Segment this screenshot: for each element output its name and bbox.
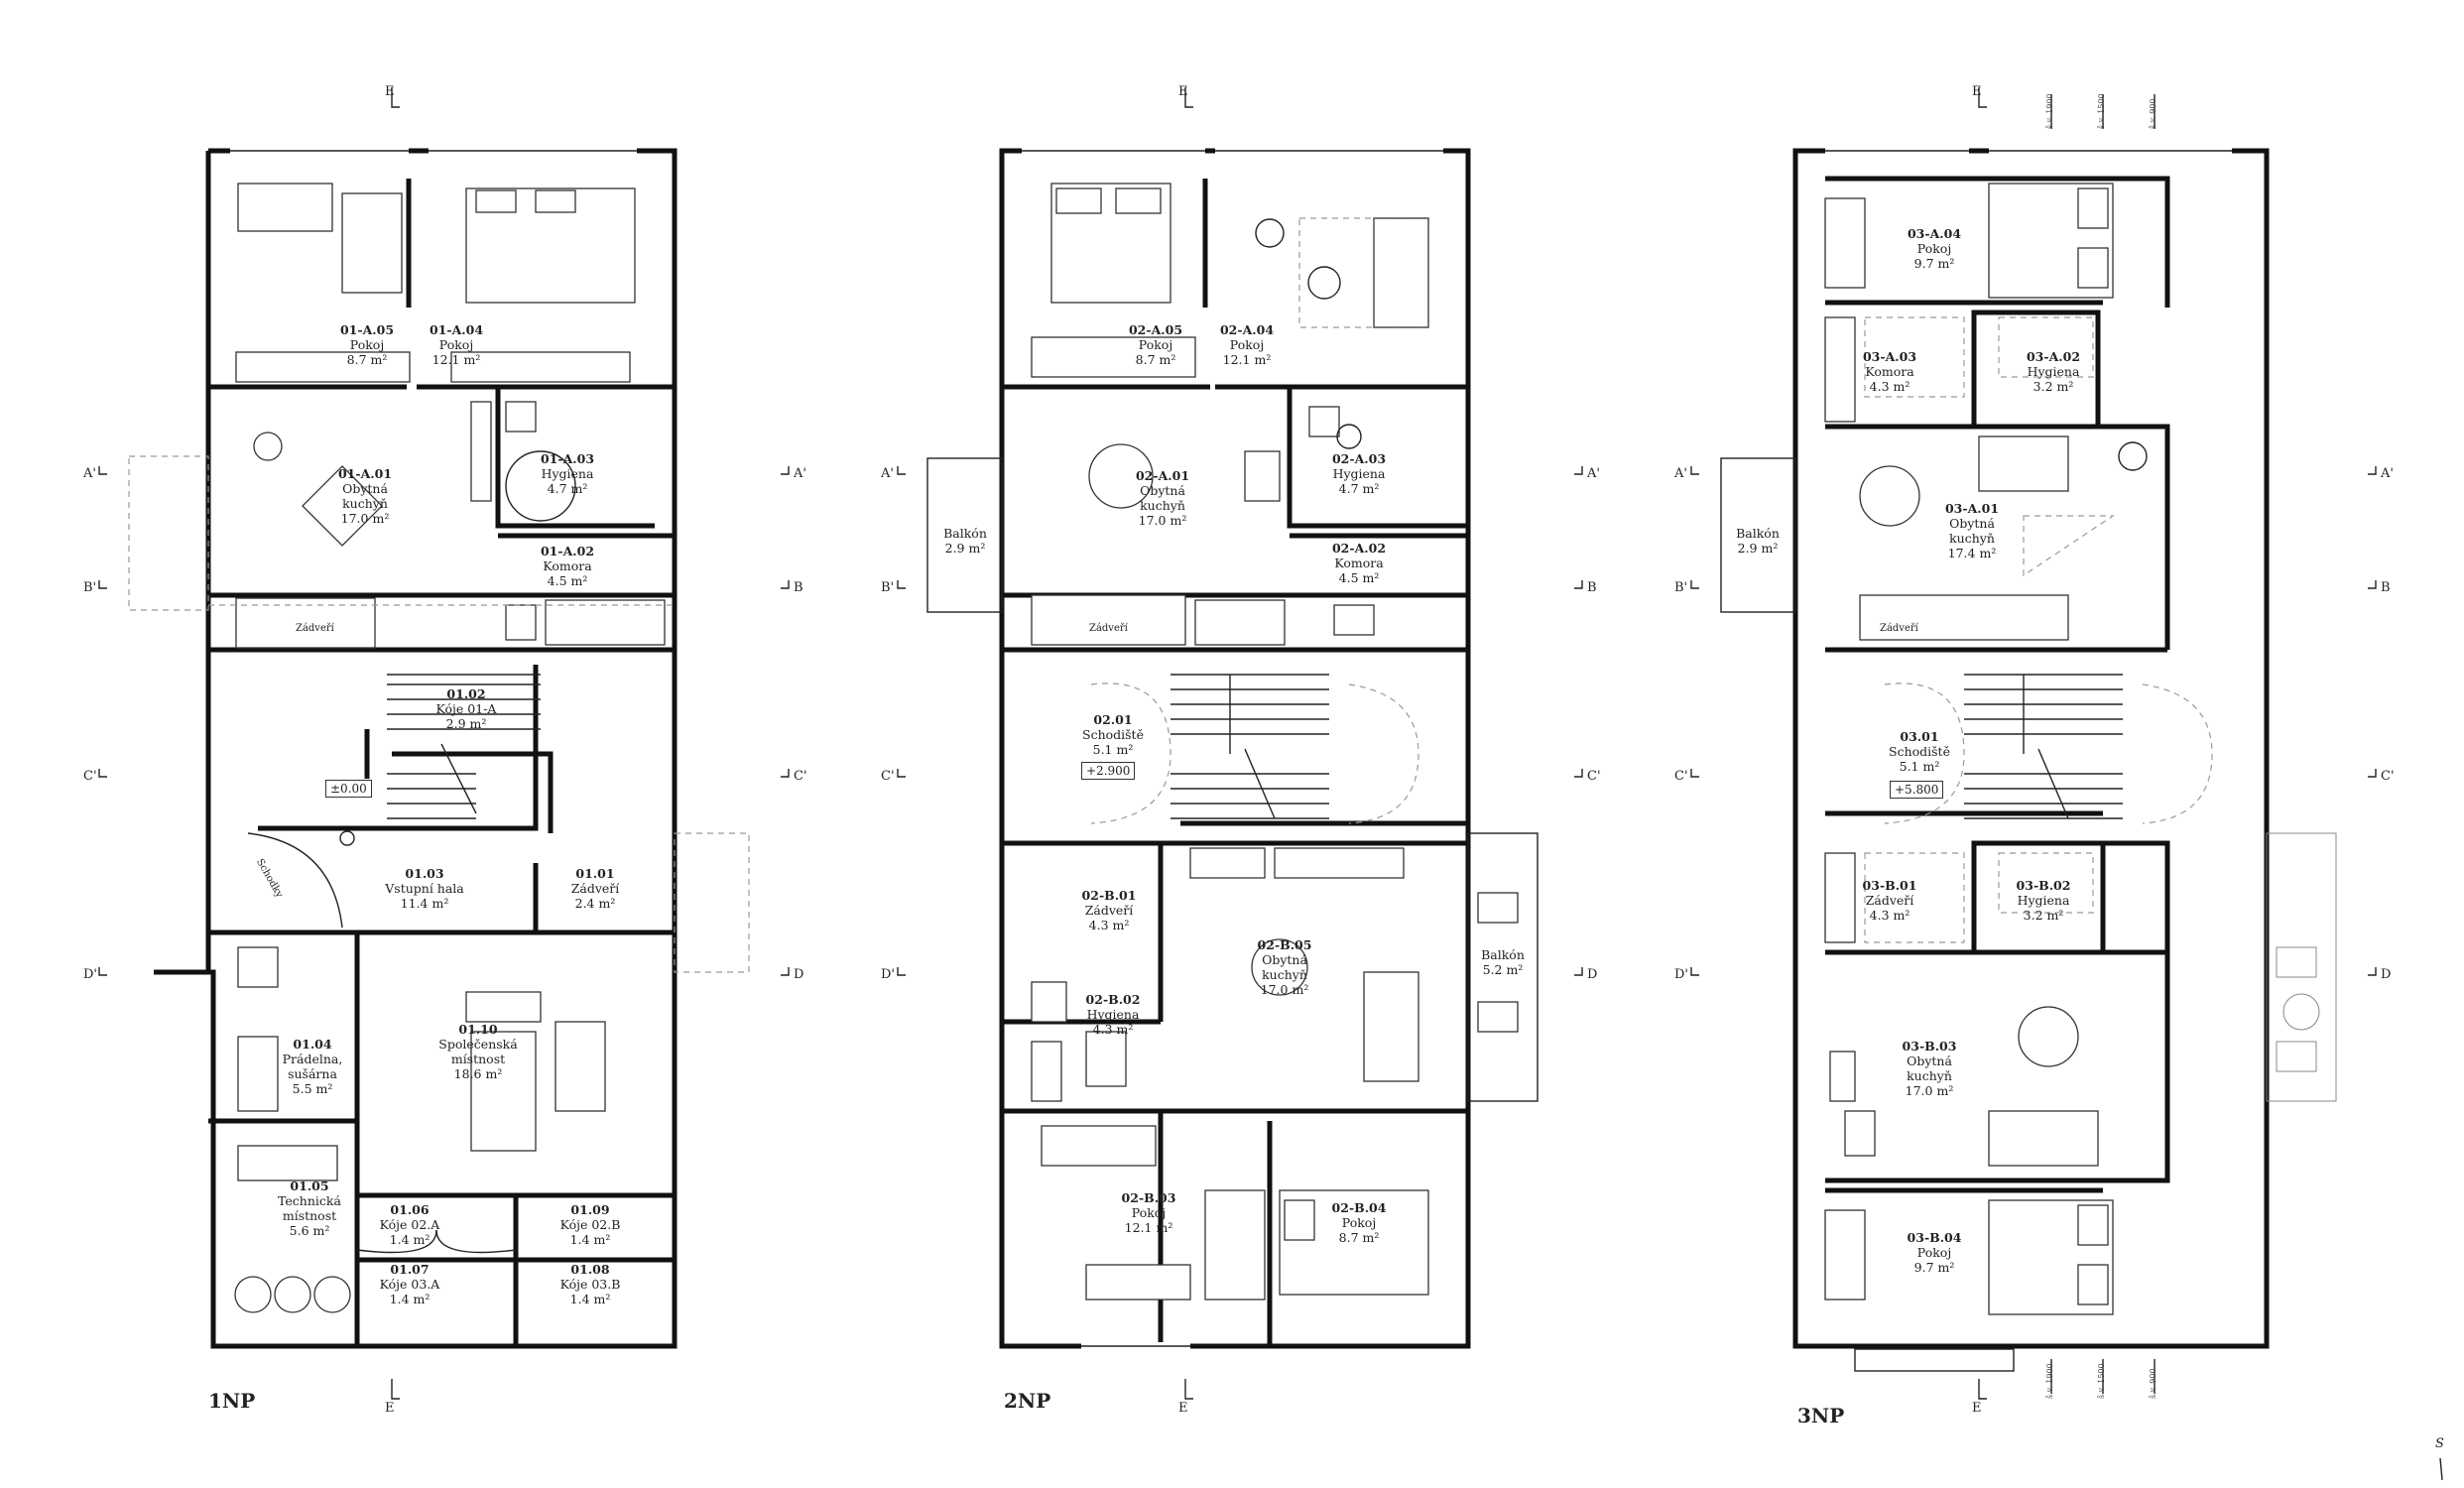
section-label: B' xyxy=(83,580,97,595)
section-label: A' xyxy=(794,466,806,481)
section-label: C' xyxy=(1587,769,1601,784)
section-label: E xyxy=(1178,84,1188,99)
section-label: C' xyxy=(881,769,895,784)
floor-2-title: 2NP xyxy=(1004,1389,1051,1413)
height-label: š.v. 1500 xyxy=(2097,1363,2106,1399)
height-label: š.v. 1900 xyxy=(2045,93,2054,129)
height-label: š.v. 1500 xyxy=(2097,93,2106,129)
section-label: B xyxy=(1587,580,1597,595)
section-label: A' xyxy=(2381,466,2394,481)
section-label: E xyxy=(1178,1401,1188,1416)
section-label: D xyxy=(794,967,804,982)
section-label: E xyxy=(1972,84,1982,99)
floor-2-level: +2.900 xyxy=(1081,762,1136,780)
section-label: D' xyxy=(83,967,97,982)
section-label: A' xyxy=(881,466,894,481)
note-label: Zádveří xyxy=(1089,623,1128,634)
section-label: A' xyxy=(1674,466,1687,481)
floor-3-level: +5.800 xyxy=(1890,781,1944,799)
section-label: B xyxy=(794,580,803,595)
section-markers xyxy=(98,87,2443,1481)
section-label: C' xyxy=(83,769,97,784)
floor-1-title: 1NP xyxy=(208,1389,256,1413)
section-label: D' xyxy=(881,967,895,982)
floor-1-plan xyxy=(128,147,750,1349)
section-label: B' xyxy=(1674,580,1688,595)
height-label: š.v. 1900 xyxy=(2045,1363,2054,1399)
note-label: Zádveří xyxy=(296,623,334,634)
section-label: C' xyxy=(2381,769,2395,784)
note-label: Zádveří xyxy=(1880,623,1918,634)
floor-3-plan xyxy=(1720,147,2337,1372)
north-arrow-label: S xyxy=(2435,1436,2444,1451)
floor-2-plan xyxy=(926,147,1539,1350)
floor-3-title: 3NP xyxy=(1797,1404,1845,1427)
section-label: B' xyxy=(881,580,895,595)
section-label: C' xyxy=(794,769,807,784)
section-label: A' xyxy=(1587,466,1600,481)
section-label: B xyxy=(2381,580,2391,595)
floor-1-level: ±0.00 xyxy=(325,780,372,798)
height-label: š.v. 900 xyxy=(2149,1368,2157,1399)
section-label: E xyxy=(385,1401,395,1416)
height-label: š.v. 900 xyxy=(2149,98,2157,129)
section-label: D xyxy=(1587,967,1598,982)
section-label: C' xyxy=(1674,769,1688,784)
section-label: D' xyxy=(1674,967,1688,982)
section-label: A' xyxy=(83,466,96,481)
section-label: E xyxy=(1972,1401,1982,1416)
section-label: D xyxy=(2381,967,2392,982)
section-label: E xyxy=(385,84,395,99)
